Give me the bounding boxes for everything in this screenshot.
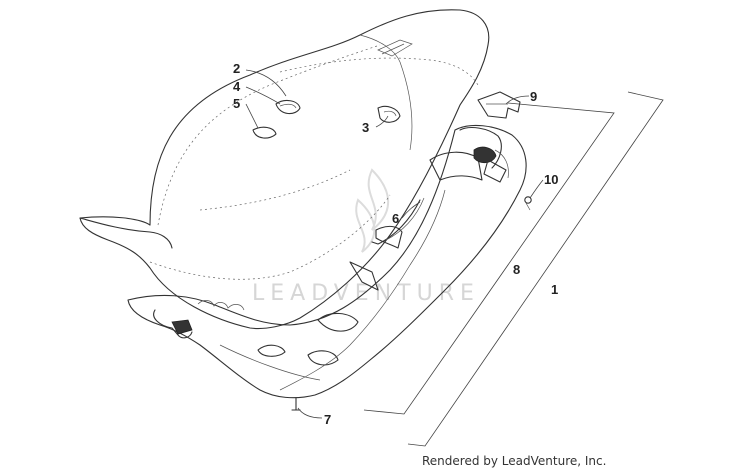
seat-grommet (377, 105, 401, 123)
callout-10: 10 (544, 172, 558, 187)
watermark-flame-logo (355, 168, 390, 253)
callout-labels: 2 4 5 3 9 6 10 8 1 7 (233, 61, 558, 427)
callout-8: 8 (513, 262, 520, 277)
callout-6: 6 (392, 211, 399, 226)
seat-rod-wire (371, 197, 425, 245)
callout-3: 3 (362, 120, 369, 135)
seat-base-pan (127, 124, 527, 399)
callout-9: 9 (530, 89, 537, 104)
callout-2: 2 (233, 61, 240, 76)
seat-cushion (79, 9, 490, 330)
callout-1: 1 (551, 282, 558, 297)
latch-bracket (477, 91, 521, 119)
seat-plug-lower (252, 126, 277, 139)
callout-7: 7 (324, 412, 331, 427)
screw (524, 196, 532, 211)
callout-5: 5 (233, 96, 240, 111)
leader-lines (245, 69, 664, 447)
render-credit: Rendered by LeadVenture, Inc. (422, 454, 606, 468)
fastener-clip (291, 397, 301, 411)
seat-plug-upper (275, 99, 301, 115)
callout-4: 4 (233, 79, 241, 94)
seat-logo-emblem (377, 39, 413, 57)
watermark-text: LEADVENTURE (252, 281, 480, 306)
